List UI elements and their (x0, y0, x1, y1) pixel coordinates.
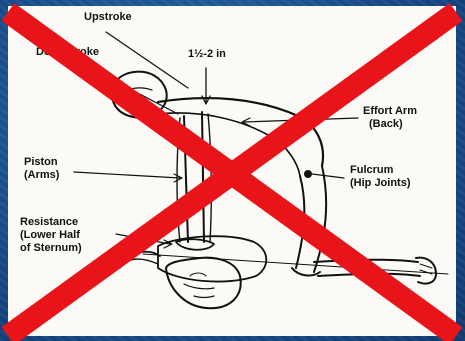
red-x-cross-icon (0, 0, 465, 341)
